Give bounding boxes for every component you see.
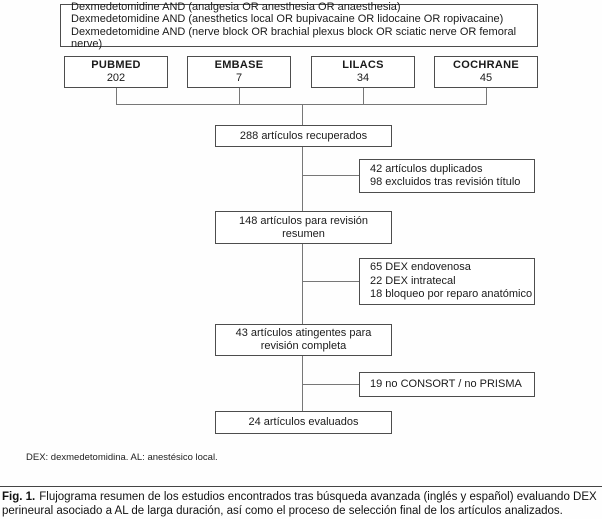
connector-db-gather-bar bbox=[116, 104, 487, 105]
connector-trunk-3 bbox=[302, 244, 303, 324]
database-box-embase: EMBASE 7 bbox=[187, 56, 291, 88]
exclusion-line: 65 DEX endovenosa bbox=[370, 261, 471, 274]
connector-trunk-4 bbox=[302, 356, 303, 411]
flow-box-full-review: 43 artículos atingentes para revisión co… bbox=[215, 324, 392, 356]
connector-branch-duplicates bbox=[302, 175, 359, 176]
figure-caption: Fig. 1.Flujograma resumen de los estudio… bbox=[2, 491, 600, 518]
connector-embase-stub bbox=[239, 88, 240, 104]
database-name: EMBASE bbox=[214, 59, 264, 71]
search-query-line: Dexmedetomidine AND (anesthetics local O… bbox=[71, 13, 504, 25]
exclusion-line: 19 no CONSORT / no PRISMA bbox=[370, 377, 522, 390]
search-query-line: Dexmedetomidine AND (nerve block OR brac… bbox=[71, 25, 517, 51]
flow-box-label: 288 artículos recuperados bbox=[239, 129, 368, 142]
connector-cochrane-stub bbox=[486, 88, 487, 104]
exclusion-line: 22 DEX intratecal bbox=[370, 274, 456, 287]
database-box-lilacs: LILACS 34 bbox=[311, 56, 415, 88]
connector-branch-dex-routes bbox=[302, 281, 359, 282]
flow-box-label: 24 artículos evaluados bbox=[248, 416, 359, 428]
connector-trunk-1 bbox=[302, 104, 303, 125]
flow-box-label: 43 artículos atingentes para revisión co… bbox=[235, 327, 372, 352]
exclusion-box-dex-routes: 65 DEX endovenosa 22 DEX intratecal 18 b… bbox=[359, 258, 535, 305]
exclusion-line: 98 excluidos tras revisión título bbox=[370, 176, 521, 188]
exclusion-box-consort-prisma: 19 no CONSORT / no PRISMA bbox=[359, 372, 535, 397]
exclusion-box-duplicates: 42 artículos duplicados 98 excluidos tra… bbox=[359, 159, 535, 193]
database-name: PUBMED bbox=[91, 59, 141, 71]
flow-box-evaluated: 24 artículos evaluados bbox=[215, 411, 392, 434]
database-name: COCHRANE bbox=[453, 59, 519, 71]
database-count: 45 bbox=[479, 72, 493, 84]
database-box-cochrane: COCHRANE 45 bbox=[434, 56, 538, 88]
connector-trunk-2 bbox=[302, 147, 303, 211]
database-box-pubmed: PUBMED 202 bbox=[64, 56, 168, 88]
connector-lilacs-stub bbox=[363, 88, 364, 104]
flow-box-abstract-review: 148 artículos para revisión resumen bbox=[215, 211, 392, 244]
figure-caption-label: Fig. 1. bbox=[2, 491, 36, 503]
search-strategy-box: Dexmedetomidine AND (analgesia OR anesth… bbox=[60, 0, 538, 50]
database-count: 202 bbox=[106, 72, 126, 84]
exclusion-line: 18 bloqueo por reparo anatómico bbox=[370, 288, 533, 301]
abbreviations-footnote: DEX: dexmedetomidina. AL: anestésico loc… bbox=[26, 452, 218, 463]
search-query-line: Dexmedetomidine AND (analgesia OR anesth… bbox=[71, 0, 401, 13]
flow-box-label: 148 artículos para revisión resumen bbox=[238, 214, 368, 240]
caption-divider bbox=[0, 486, 602, 487]
exclusion-line: 42 artículos duplicados bbox=[370, 162, 483, 175]
connector-branch-consort bbox=[302, 384, 359, 385]
database-count: 7 bbox=[235, 72, 243, 84]
flow-box-retrieved: 288 artículos recuperados bbox=[215, 125, 392, 147]
database-name: LILACS bbox=[342, 59, 384, 71]
figure-caption-text: Flujograma resumen de los estudios encon… bbox=[2, 491, 597, 517]
database-count: 34 bbox=[356, 72, 370, 84]
connector-pubmed-stub bbox=[116, 88, 117, 104]
